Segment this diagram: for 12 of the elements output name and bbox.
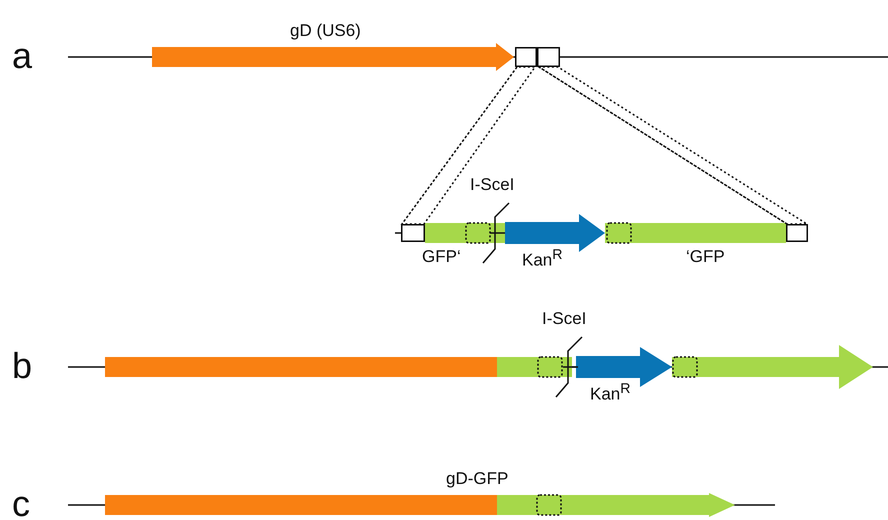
row-letter: a xyxy=(12,38,32,74)
gene-label: GFP‘ xyxy=(422,248,461,265)
gene-label: Kan$^{R}$ xyxy=(522,248,562,269)
row-letter: b xyxy=(12,348,32,384)
row-letter: c xyxy=(12,486,30,520)
enzyme-site-label: I-SceI xyxy=(542,310,586,327)
enzyme-site-label: I-SceI xyxy=(470,176,514,193)
dotted-connector xyxy=(400,66,536,225)
gene-label: gD-GFP xyxy=(446,470,508,487)
gene-label: Kan$^{R}$ xyxy=(590,382,630,403)
gene-label: gD (US6) xyxy=(290,22,361,39)
gene-label: ‘GFP xyxy=(686,248,725,265)
